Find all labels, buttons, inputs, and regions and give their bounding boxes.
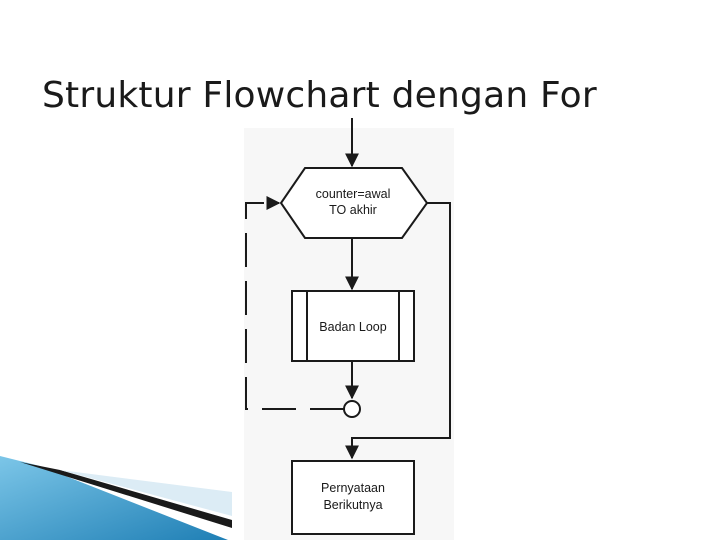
loop-header-line2: TO akhir [329, 203, 377, 217]
corner-blue-swoosh [0, 456, 228, 540]
next-statement-line1: Pernyataan [321, 481, 385, 495]
corner-light-swoosh [60, 470, 232, 516]
loop-back-dashed-line [245, 196, 344, 410]
loop-header-hexagon [279, 167, 429, 239]
next-statement-box [291, 460, 415, 535]
loop-connector-circle [343, 400, 361, 418]
next-statement-line2: Berikutnya [323, 498, 382, 512]
exit-path [345, 202, 451, 460]
corner-dark-swoosh [20, 462, 232, 528]
loop-header-line1: counter=awal [316, 187, 391, 201]
loop-body-label: Badan Loop [319, 320, 386, 334]
slide-title: Struktur Flowchart dengan For [42, 75, 597, 116]
